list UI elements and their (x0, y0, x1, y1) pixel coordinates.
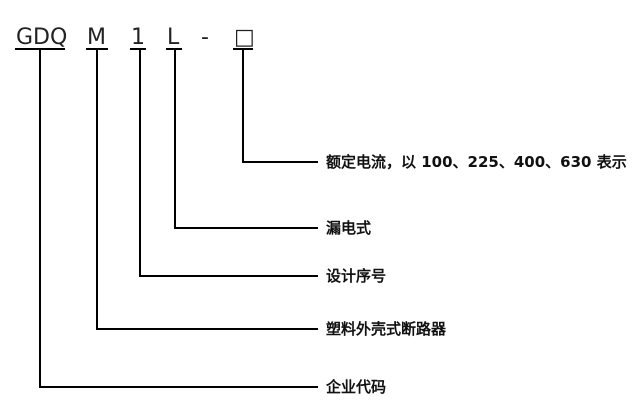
leader-line-type (96, 49, 318, 330)
code-segment-dash: - (201, 25, 209, 50)
code-segment-design: 1 (131, 25, 145, 50)
leader-line-current (242, 49, 318, 163)
leader-line-company (39, 49, 318, 388)
label-breaker-type: 塑料外壳式断路器 (326, 320, 447, 338)
leader-line-design (139, 49, 318, 277)
code-segment-leakage: L (167, 25, 180, 50)
label-company-code: 企业代码 (325, 378, 386, 396)
label-design-number: 设计序号 (326, 267, 386, 285)
leader-lines (39, 49, 318, 388)
leader-line-leakage (174, 49, 318, 229)
code-segment-company: GDQ (16, 25, 67, 50)
code-segment-type: M (87, 25, 106, 50)
label-leakage-type: 漏电式 (326, 219, 371, 237)
descriptions: 额定电流，以 100、225、400、630 表示 漏电式 设计序号 塑料外壳式… (325, 153, 627, 396)
label-rated-current: 额定电流，以 100、225、400、630 表示 (326, 153, 627, 171)
code-segment-current: □ (234, 25, 255, 50)
code-row: GDQ M 1 L - □ (16, 25, 255, 50)
